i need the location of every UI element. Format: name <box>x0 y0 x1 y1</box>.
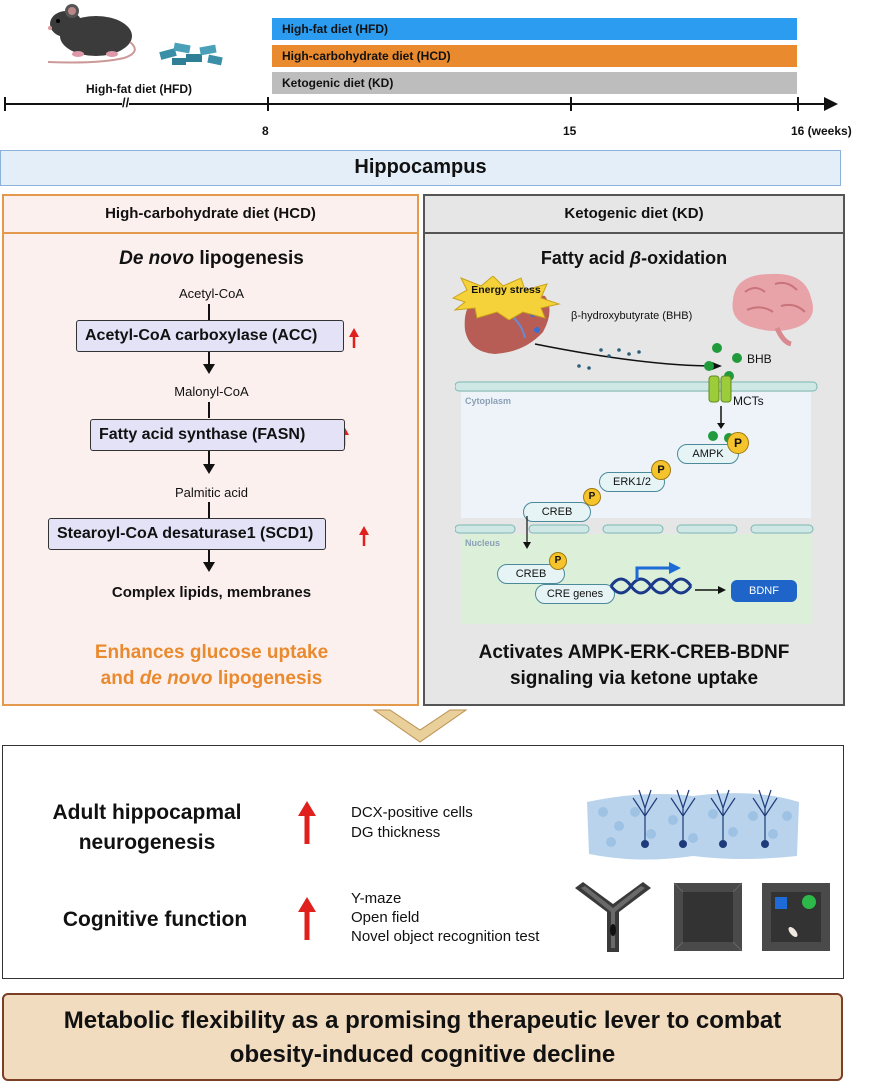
mouse-illustration <box>47 4 136 64</box>
tick-label-16: 16 (weeks) <box>791 124 852 138</box>
cytoplasm-region <box>461 392 811 518</box>
metabolite-malonyl-coa: Malonyl-CoA <box>174 384 249 399</box>
kd-panel-title: Ketogenic diet (KD) <box>564 205 704 222</box>
erk-phospho: P <box>651 460 671 480</box>
creb-phospho-nucleus: P <box>549 552 567 570</box>
cog-item-nor: Novel object recognition test <box>351 928 540 945</box>
neuro-item-dcx: DCX-positive cells <box>351 804 473 821</box>
creb-node-cyto: CREB <box>523 502 591 522</box>
bhb-label: BHB <box>747 352 772 366</box>
timeline-axis <box>4 97 838 111</box>
final-product: Complex lipids, membranes <box>111 584 312 601</box>
creb-node-nucleus: CREB <box>497 564 565 584</box>
hcd-conclusion-italic: de novo <box>139 668 213 689</box>
hcd-panel: High-carbohydrate diet (HCD) De novo lip… <box>2 194 419 706</box>
timeline-bar-kd: Ketogenic diet (KD) <box>272 72 797 94</box>
bdnf-node: BDNF <box>731 580 797 602</box>
hcd-subtitle-rest: lipogenesis <box>194 248 304 269</box>
hcd-title-divider <box>4 232 417 234</box>
kd-conclusion: Activates AMPK-ERK-CREB-BDNF signaling v… <box>425 640 843 692</box>
hcd-conclusion-pre: and <box>100 668 140 689</box>
enzyme-acc: Acetyl-CoA carboxylase (ACC) <box>76 320 344 352</box>
metabolite-palmitic-acid: Palmitic acid <box>175 485 248 500</box>
conclusion-line1: Metabolic flexibility as a promising the… <box>63 1007 782 1034</box>
hcd-conclusion-post: lipogenesis <box>212 668 323 689</box>
up-arrow-icon <box>298 801 316 844</box>
up-arrow-icon <box>298 897 316 940</box>
creb-phospho-cyto: P <box>583 488 601 506</box>
kd-panel: Ketogenic diet (KD) Fatty acid β-oxidati… <box>423 194 845 706</box>
kd-subtitle: Fatty acid β-oxidation <box>425 248 843 269</box>
tick-label-8: 8 <box>262 124 269 138</box>
energy-stress-burst <box>451 276 561 320</box>
y-maze-icon <box>575 882 651 952</box>
conclusion-line2: obesity-induced cognitive decline <box>229 1041 616 1068</box>
neurogenesis-line1: Adult hippocapmal <box>52 801 242 824</box>
hcd-panel-title: High-carbohydrate diet (HCD) <box>105 205 316 222</box>
hcd-conclusion-line2: and de novo lipogenesis <box>4 666 419 692</box>
kd-conclusion-line1: Activates AMPK-ERK-CREB-BDNF <box>478 642 790 663</box>
energy-stress-label: Energy stress <box>471 284 541 296</box>
hcd-conclusion: Enhances glucose uptake and de novo lipo… <box>4 640 419 692</box>
neurogenesis-line2: neurogenesis <box>78 831 216 854</box>
ampk-phospho: P <box>727 432 749 454</box>
kd-conclusion-line2: signaling via ketone uptake <box>509 668 759 689</box>
kd-subtitle-post: -oxidation <box>641 248 728 268</box>
timeline-bar-hcd: High-carbohydrate diet (HCD) <box>272 45 797 67</box>
food-pellets-icon <box>159 42 223 66</box>
hcd-subtitle: De novo lipogenesis <box>4 248 419 270</box>
metabolite-acetyl-coa: Acetyl-CoA <box>178 286 245 301</box>
erk-node: ERK1/2 <box>599 472 665 492</box>
dna-helix-icon <box>609 562 693 595</box>
kd-title-divider <box>425 232 843 234</box>
neuro-item-dg: DG thickness <box>351 824 441 841</box>
hcd-subtitle-italic: De novo <box>119 248 195 269</box>
enzyme-scd1: Stearoyl-CoA desaturase1 (SCD1) <box>48 518 326 550</box>
dentate-gyrus-illustration <box>587 789 799 860</box>
neurogenesis-title: Adult hippocapmal neurogenesis <box>37 798 257 858</box>
signaling-arrows <box>523 516 726 594</box>
bhb-full-label: β-hydroxybutyrate (BHB) <box>571 310 693 322</box>
timeline-break: // <box>122 95 130 110</box>
chevron-down-icon <box>372 709 468 743</box>
cog-item-ymaze: Y-maze <box>351 890 402 907</box>
cog-item-open-field: Open field <box>351 909 420 926</box>
conclusion-banner: Metabolic flexibility as a promising the… <box>2 993 843 1081</box>
tick-label-15: 15 <box>563 124 577 138</box>
ampk-node: AMPK <box>677 444 739 464</box>
enzyme-fasn: Fatty acid synthase (FASN) <box>90 419 345 451</box>
hippocampus-header: Hippocampus <box>0 150 841 186</box>
open-field-icon <box>673 882 743 952</box>
mcts-label: MCTs <box>733 394 764 408</box>
initial-diet-label: High-fat diet (HFD) <box>86 82 192 96</box>
hcd-conclusion-line1: Enhances glucose uptake <box>94 642 329 663</box>
nucleus-label: Nucleus <box>465 538 501 548</box>
kd-subtitle-beta: β <box>629 248 642 268</box>
outcomes-box: Adult hippocapmal neurogenesis DCX-posit… <box>2 745 844 979</box>
cre-genes-node: CRE genes <box>535 584 615 604</box>
timeline-bar-hfd: High-fat diet (HFD) <box>272 18 797 40</box>
kd-subtitle-pre: Fatty acid <box>540 248 630 268</box>
pathway-arrows <box>203 304 369 572</box>
cytoplasm-label: Cytoplasm <box>465 396 512 406</box>
cognitive-title: Cognitive function <box>62 908 248 931</box>
novel-object-recognition-icon <box>762 883 830 951</box>
